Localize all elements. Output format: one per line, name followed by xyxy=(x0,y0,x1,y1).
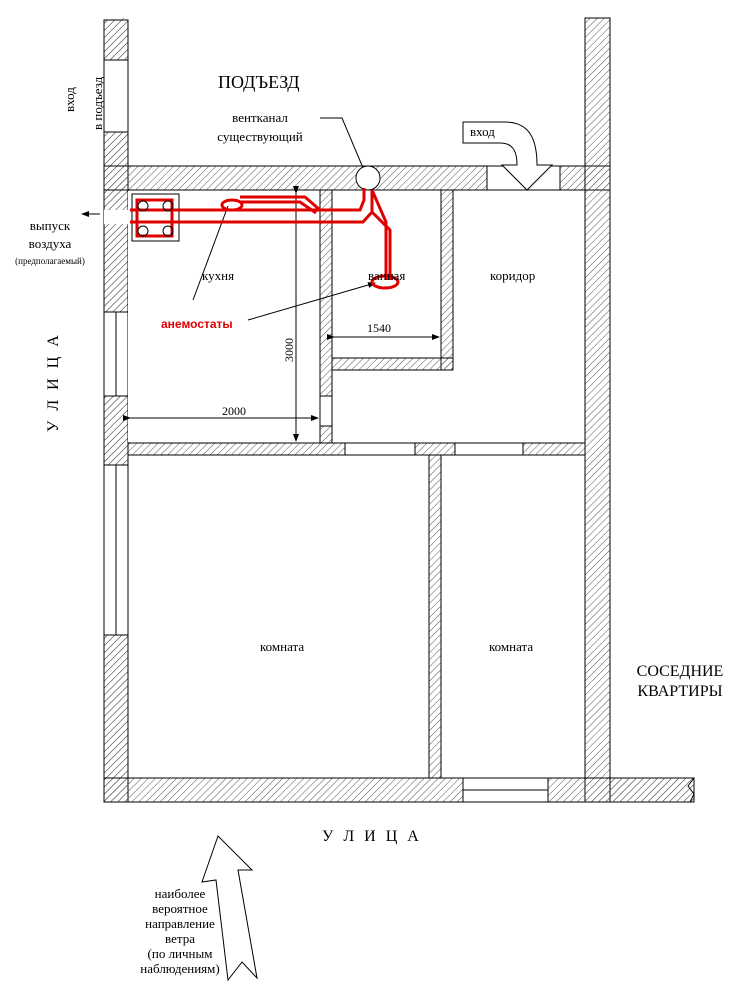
wind-line: наблюдениям) xyxy=(140,961,220,976)
corridor-label: коридор xyxy=(490,268,536,283)
neighbors-label-2: КВАРТИРЫ xyxy=(637,683,723,700)
bathroom-label: ванная xyxy=(368,268,406,283)
wind-line: (по личным xyxy=(147,946,213,961)
vent-label-2: существующий xyxy=(217,129,303,144)
street-bottom-label: У Л И Ц А xyxy=(322,828,422,845)
vent-shaft xyxy=(355,165,381,191)
entry-label: вход xyxy=(470,124,495,139)
neighbors-label-1: СОСЕДНИЕ xyxy=(636,663,724,680)
bathroom-width-dim: 1540 xyxy=(367,321,391,335)
wind-note: наиболее вероятное направление ветра (по… xyxy=(130,886,230,976)
wind-line: наиболее xyxy=(154,886,206,901)
kitchen-length-dim: 3000 xyxy=(282,338,296,362)
duct xyxy=(130,188,400,290)
dimension-lines xyxy=(81,117,440,442)
stairwell-label: ПОДЪЕЗД xyxy=(218,72,300,92)
air-out-label-3: (предполагаемый) xyxy=(15,256,85,266)
entry-arrow xyxy=(462,121,554,191)
air-out-label-1: выпуск xyxy=(29,218,71,233)
kitchen-width-dim: 2000 xyxy=(222,404,246,418)
kitchen-label: кухня xyxy=(202,268,235,283)
street-left-label: У Л И Ц А xyxy=(45,332,62,432)
stair-entry-label-2: в подъезд xyxy=(90,76,105,130)
room-right-label: комната xyxy=(489,639,534,654)
anemostats-label: анемостаты xyxy=(161,317,233,331)
wind-arrow-icon xyxy=(201,835,258,982)
wind-line: ветра xyxy=(165,931,195,946)
room-left-label: комната xyxy=(260,639,305,654)
air-out-label-2: воздуха xyxy=(28,236,72,251)
stair-entry-label-1: вход xyxy=(62,87,77,112)
wind-line: вероятное xyxy=(152,901,208,916)
wind-line: направление xyxy=(145,916,215,931)
openings xyxy=(103,59,695,803)
vent-label-1: вентканал xyxy=(232,110,288,125)
